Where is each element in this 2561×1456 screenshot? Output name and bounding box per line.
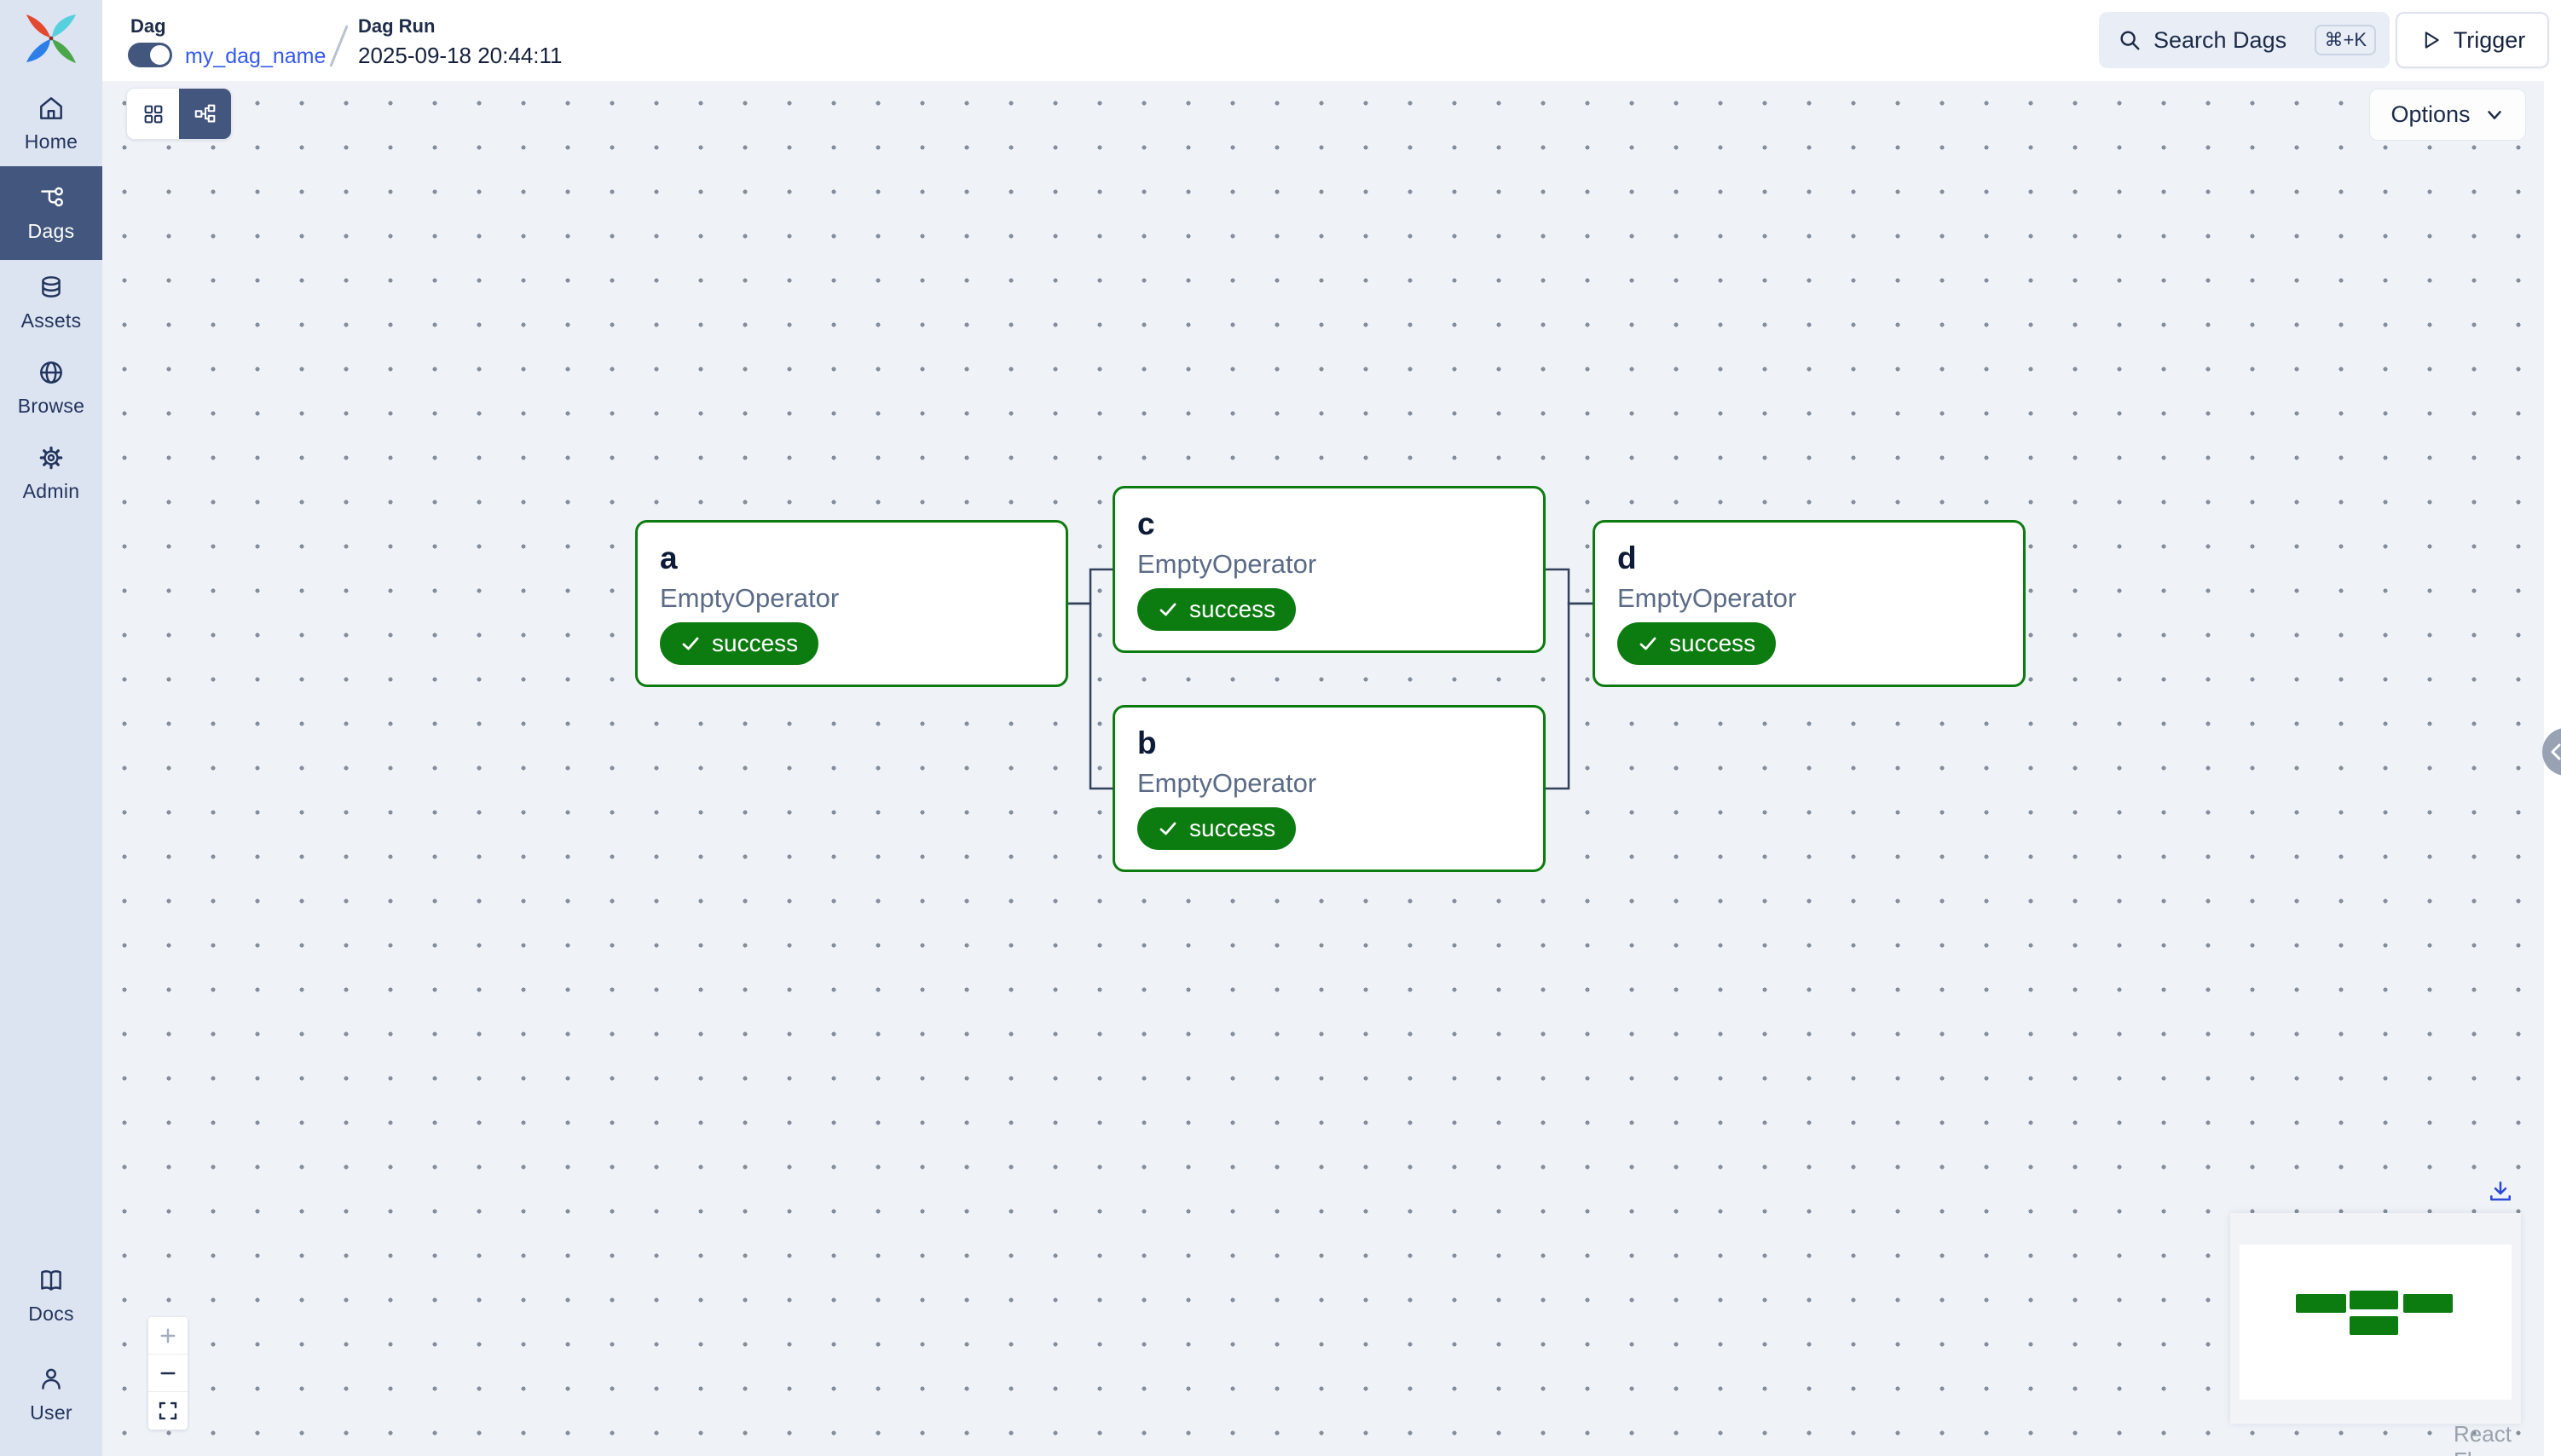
edge-layer [1068, 568, 1593, 790]
toggle-knob [150, 45, 170, 65]
fit-view-icon [159, 1401, 177, 1420]
sidebar-item-label: Home [24, 130, 78, 153]
dag-run-timestamp: 2025-09-18 20:44:11 [358, 43, 563, 68]
task-name: c [1137, 506, 1155, 541]
dag-enabled-toggle[interactable] [128, 43, 172, 67]
header: Dag my_dag_name Dag Run 2025-09-18 20:44… [102, 0, 2561, 81]
sidebar-item-label: Assets [20, 309, 82, 332]
sidebar: Home Dags Assets Browse Admin Docs User [0, 0, 102, 1456]
sidebar-item-label: User [30, 1401, 72, 1424]
grid-icon [144, 105, 162, 123]
sidebar-item-dags[interactable]: Dags [0, 166, 102, 260]
task-operator: EmptyOperator [1137, 548, 1317, 579]
sidebar-item-home[interactable]: Home [0, 81, 102, 166]
sidebar-item-admin[interactable]: Admin [0, 430, 102, 516]
search-icon [2120, 31, 2140, 50]
panel-expand-handle[interactable] [2542, 728, 2561, 776]
task-name: d [1617, 540, 1637, 575]
airflow-logo[interactable] [21, 10, 81, 70]
home-icon [37, 94, 66, 123]
sidebar-item-assets[interactable]: Assets [0, 260, 102, 345]
task-node-d[interactable]: d EmptyOperator success [1593, 520, 2026, 687]
sidebar-nav-bottom: Docs User [0, 1253, 102, 1437]
sidebar-item-label: Admin [22, 480, 80, 502]
chevron-down-icon [2487, 110, 2501, 119]
assets-icon [37, 273, 66, 302]
task-state-badge: success [1137, 806, 1297, 850]
minimap-node [2350, 1291, 2398, 1309]
task-operator: EmptyOperator [1617, 582, 1797, 613]
options-dropdown[interactable]: Options [2369, 89, 2526, 141]
trigger-label: Trigger [2453, 26, 2526, 53]
edge-c-d [1546, 568, 1593, 605]
edge-b-d [1546, 602, 1593, 790]
user-icon [37, 1365, 66, 1394]
minus-icon [160, 1372, 176, 1374]
task-state-label: success [712, 629, 799, 656]
sidebar-item-user[interactable]: User [0, 1352, 102, 1437]
task-state-label: success [1189, 595, 1276, 622]
play-icon [2425, 32, 2439, 49]
task-name: a [660, 540, 678, 575]
task-name: b [1137, 725, 1157, 760]
react-flow-attribution[interactable]: React Flow [2454, 1421, 2512, 1456]
browse-icon [37, 358, 66, 387]
graph-view-button[interactable] [179, 89, 231, 139]
fit-view-button[interactable] [148, 1392, 188, 1430]
zoom-out-button[interactable] [148, 1355, 188, 1392]
edge-a-b [1068, 602, 1113, 790]
dags-icon [37, 183, 66, 212]
admin-icon [37, 443, 66, 472]
search-label: Search Dags [2153, 26, 2287, 53]
edge-a-c [1068, 568, 1113, 605]
zoom-in-button[interactable] [148, 1317, 188, 1355]
chevron-left-icon [2551, 743, 2561, 760]
task-state-badge: success [1137, 587, 1297, 631]
sidebar-item-browse[interactable]: Browse [0, 345, 102, 430]
task-operator: EmptyOperator [660, 582, 840, 613]
breadcrumb-dag-label: Dag [130, 15, 166, 37]
sidebar-nav-top: Home Dags Assets Browse Admin [0, 81, 102, 516]
task-operator: EmptyOperator [1137, 767, 1317, 798]
search-shortcut-kbd: ⌘+K [2315, 25, 2376, 55]
task-node-b[interactable]: b EmptyOperator success [1113, 705, 1546, 872]
check-icon [1159, 822, 1176, 835]
minimap[interactable] [2230, 1213, 2521, 1424]
check-icon [682, 637, 699, 650]
task-node-a[interactable]: a EmptyOperator success [635, 520, 1068, 687]
minimap-node [2403, 1294, 2453, 1313]
graph-canvas[interactable]: a EmptyOperator success c EmptyOperator … [102, 81, 2561, 1456]
breadcrumb-separator [329, 25, 349, 67]
workflow-icon [194, 104, 215, 122]
view-mode-toggle [126, 88, 232, 140]
minimap-node [2296, 1294, 2346, 1313]
download-icon [2490, 1182, 2511, 1201]
grid-view-button[interactable] [127, 89, 179, 139]
check-icon [1159, 603, 1176, 616]
check-icon [1639, 637, 1656, 650]
sidebar-item-label: Browse [17, 395, 85, 417]
task-state-label: success [1189, 814, 1276, 841]
task-state-label: success [1669, 629, 1756, 656]
task-node-c[interactable]: c EmptyOperator success [1113, 486, 1546, 653]
options-label: Options [2390, 101, 2471, 127]
breadcrumb-dagrun-label: Dag Run [358, 15, 436, 37]
task-state-badge: success [660, 621, 819, 665]
sidebar-item-label: Docs [28, 1303, 74, 1325]
trigger-button[interactable]: Trigger [2396, 12, 2549, 68]
download-graph-button[interactable] [2488, 1179, 2513, 1205]
zoom-controls [148, 1317, 188, 1430]
dag-name-link[interactable]: my_dag_name [185, 44, 327, 68]
task-state-badge: success [1617, 621, 1777, 665]
sidebar-item-docs[interactable]: Docs [0, 1253, 102, 1338]
sidebar-item-label: Dags [27, 220, 75, 242]
search-dags-button[interactable]: Search Dags ⌘+K [2099, 12, 2390, 68]
minimap-node [2350, 1316, 2398, 1335]
plus-icon [160, 1327, 176, 1343]
docs-icon [37, 1266, 66, 1295]
